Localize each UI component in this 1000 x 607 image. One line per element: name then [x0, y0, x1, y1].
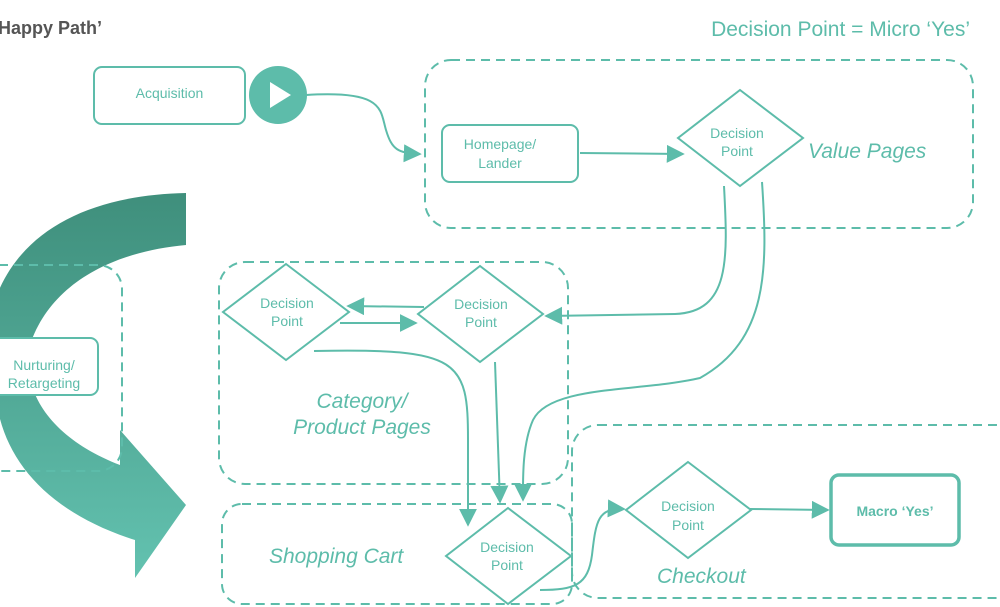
category-label-line2: Product Pages — [293, 416, 431, 439]
connector-checkout-to-macro — [749, 500, 830, 519]
decision-label-line1: Decision — [480, 539, 534, 555]
decision-label-line1: Decision — [260, 295, 314, 311]
decision-label-line1: Decision — [454, 296, 508, 312]
decision-point-checkout: Decision Point — [624, 460, 753, 560]
connector-homepage-to-decision — [579, 144, 685, 163]
decision-label-line2: Point — [721, 143, 753, 159]
nurturing-group — [0, 264, 123, 472]
connector-value-decision-to-cart — [513, 181, 766, 502]
macro-yes-node: Macro ‘Yes’ — [829, 473, 961, 547]
decision-label-line2: Point — [672, 517, 704, 533]
decision-label-line1: Decision — [661, 498, 715, 514]
decision-point-category-left: Decision Point — [221, 262, 351, 362]
acquisition-node: Acquisition — [93, 66, 246, 125]
homepage-lander-node: Homepage/ Lander — [441, 124, 579, 183]
macro-yes-label: Macro ‘Yes’ — [856, 503, 933, 519]
decision-point-category-right: Decision Point — [416, 264, 545, 364]
shopping-cart-group — [221, 503, 573, 605]
homepage-label-line2: Lander — [478, 155, 522, 171]
homepage-label-line1: Homepage/ — [464, 136, 536, 152]
diagram-title: Happy Path’ — [0, 18, 103, 38]
checkout-group — [571, 424, 1000, 599]
curved-arrow-icon — [0, 193, 186, 578]
nurturing-label-line2: Retargeting — [8, 375, 80, 391]
category-label-line1: Category/ — [316, 390, 409, 413]
connector-value-decision-to-category — [544, 185, 727, 325]
connector-cart-to-checkout — [539, 499, 626, 591]
value-pages-group — [424, 59, 974, 229]
decision-label-line2: Point — [491, 557, 523, 573]
decision-label-line1: Decision — [710, 125, 764, 141]
nurturing-retargeting-node: Nurturing/ Retargeting — [0, 337, 99, 396]
play-icon — [249, 66, 307, 124]
connector-category-left-to-cart — [313, 349, 477, 527]
shopping-cart-label: Shopping Cart — [269, 545, 404, 568]
nurturing-label-line1: Nurturing/ — [13, 357, 75, 373]
legend-text: Decision Point = Micro ‘Yes’ — [711, 18, 970, 41]
decision-point-value-pages: Decision Point — [676, 88, 805, 188]
acquisition-label: Acquisition — [136, 85, 204, 101]
decision-label-line2: Point — [271, 313, 303, 329]
category-pages-group — [218, 261, 569, 485]
decision-label-line2: Point — [465, 314, 497, 330]
connector-category-right-to-cart — [490, 361, 509, 504]
value-pages-label: Value Pages — [808, 140, 927, 163]
checkout-label: Checkout — [657, 565, 747, 588]
decision-point-shopping-cart: Decision Point — [444, 506, 573, 606]
connector-category-right-to-left — [346, 297, 425, 316]
connector-play-to-homepage — [305, 93, 422, 163]
